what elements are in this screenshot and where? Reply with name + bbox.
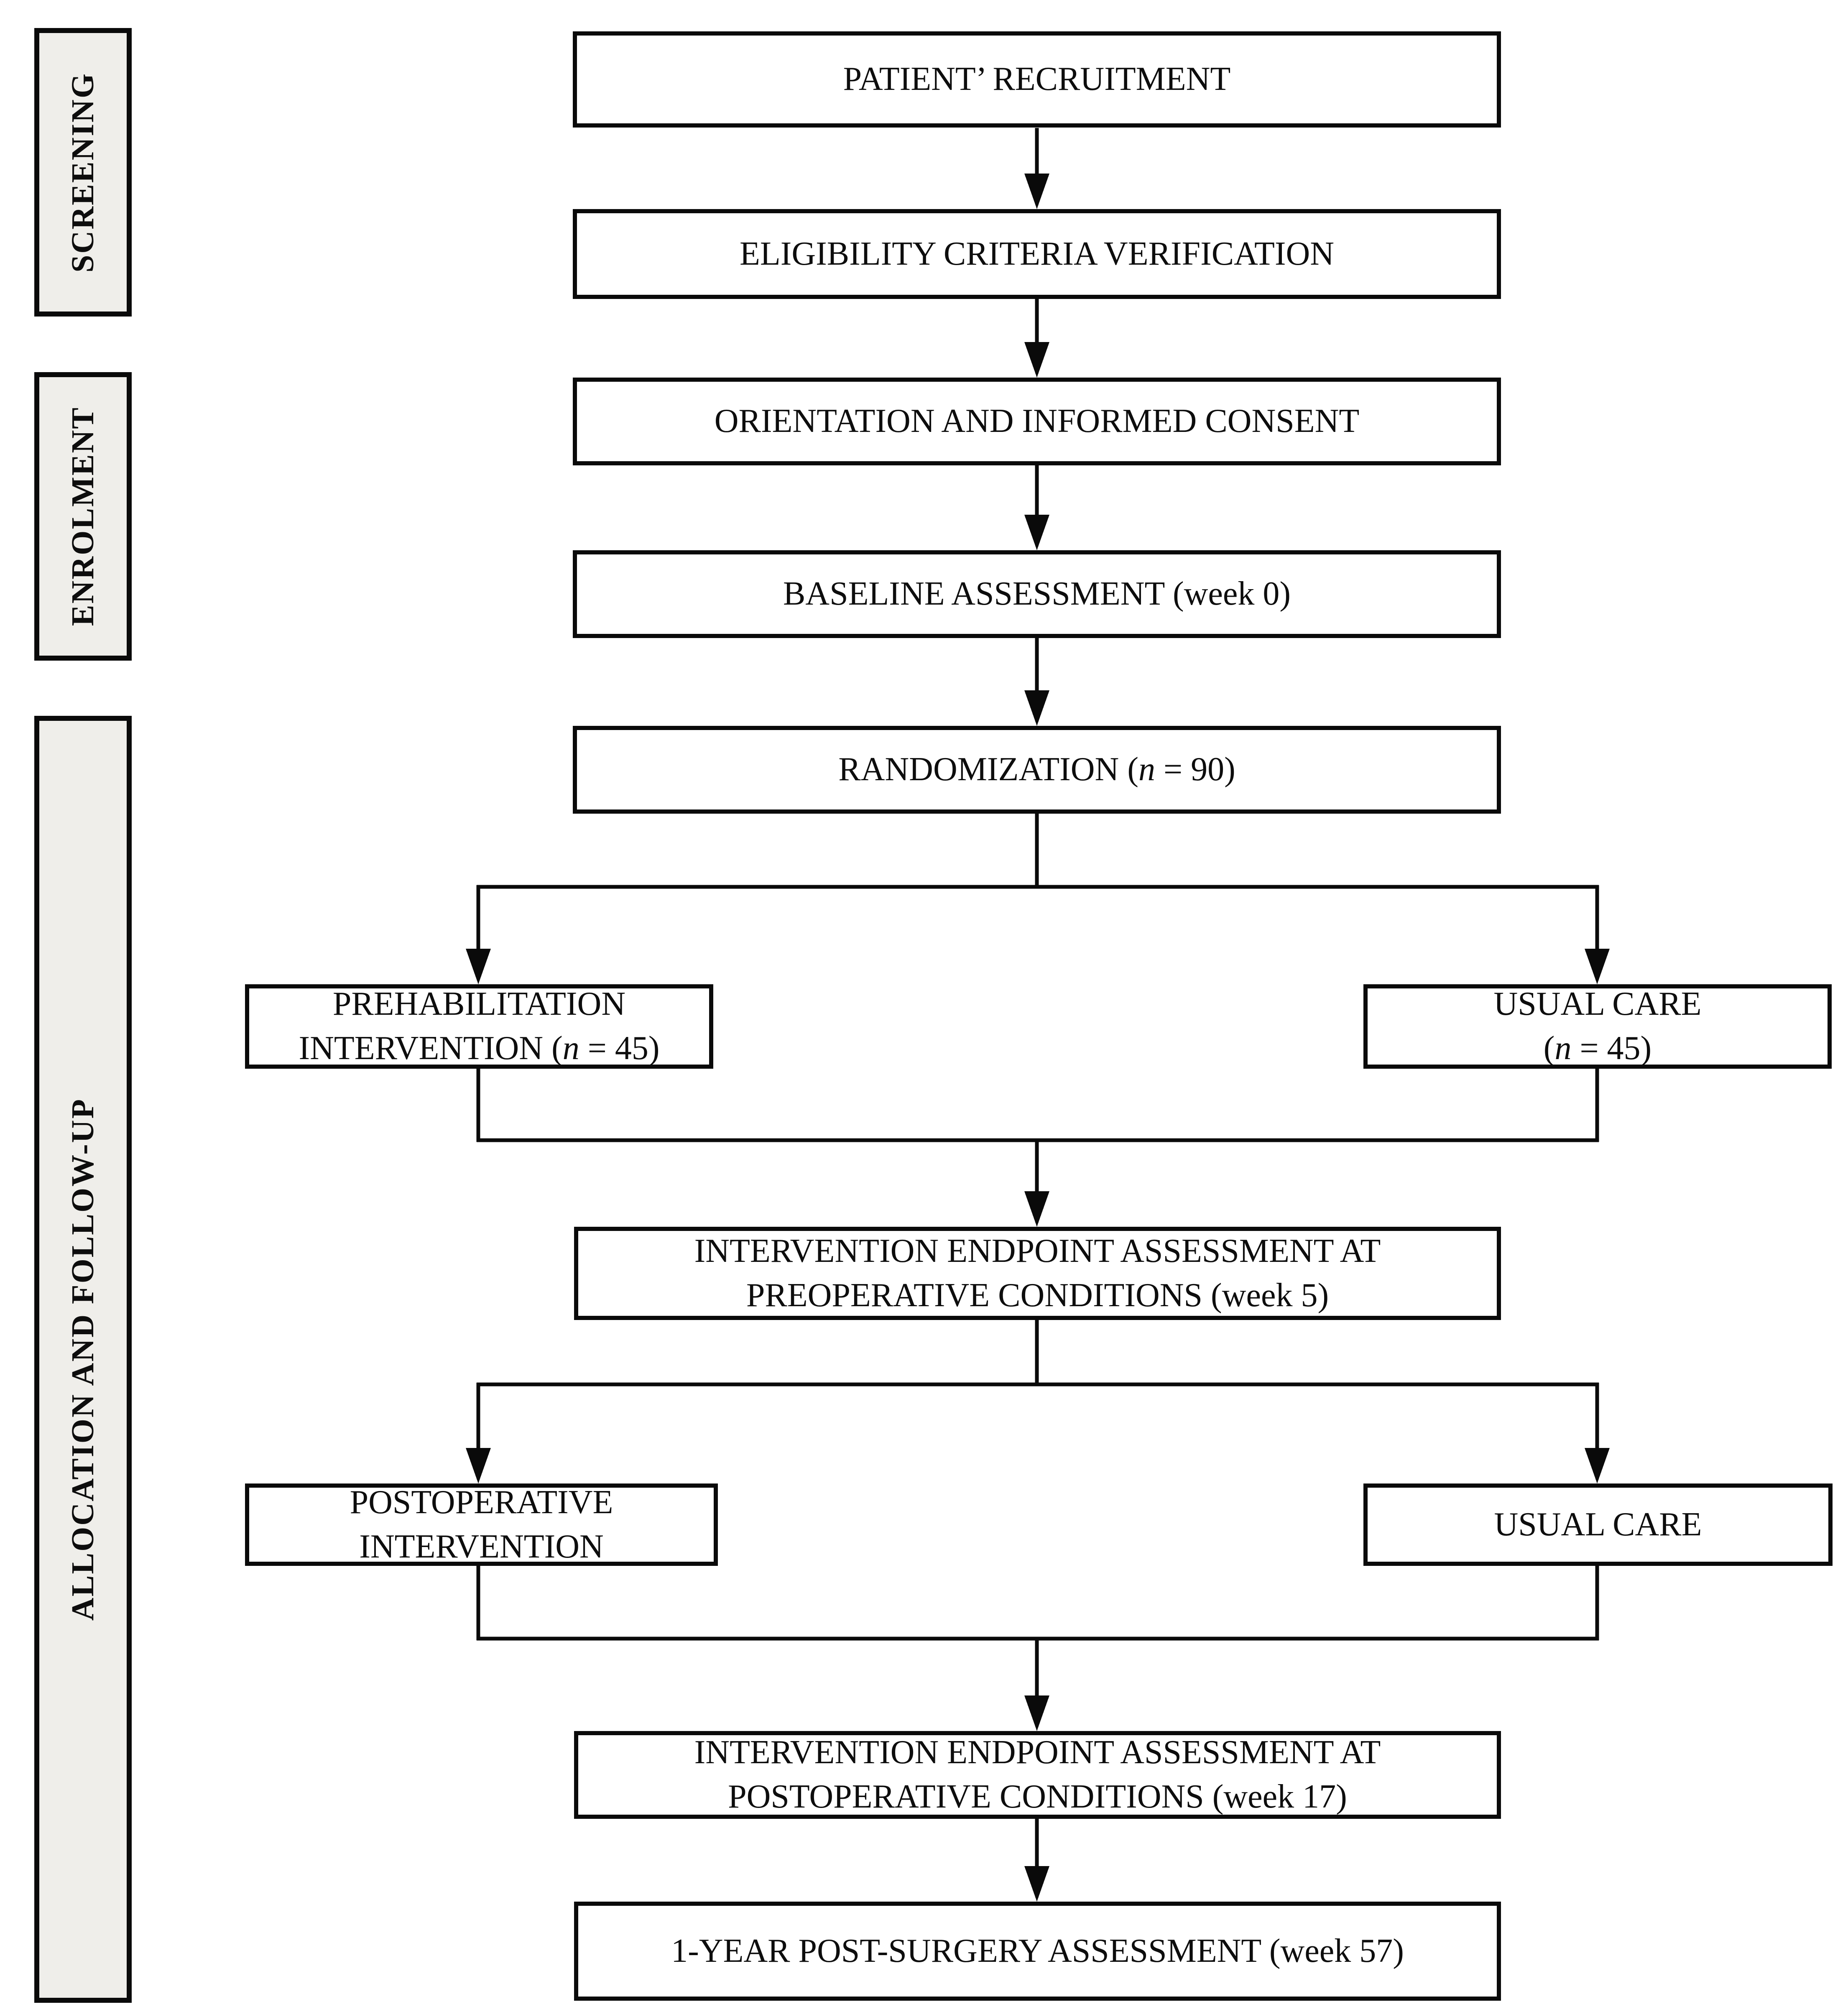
phase-label-enrolment-text: ENROLMENT — [65, 406, 100, 626]
node-prehabilitation-intervention: PREHABILITATION INTERVENTION (n = 45) — [245, 984, 713, 1069]
phase-label-screening: SCREENING — [34, 28, 132, 317]
node-text-line: POSTOPERATIVE CONDITIONS (week 17) — [728, 1778, 1347, 1815]
arrowhead-icon — [1024, 342, 1049, 378]
node-randomization: RANDOMIZATION (n = 90) — [573, 726, 1501, 814]
node-one-year-post-surgery-assessment: 1-YEAR POST-SURGERY ASSESSMENT (week 57) — [574, 1902, 1501, 2001]
node-text-line: (n = 45) — [1543, 1030, 1652, 1067]
node-usual-care-allocation: USUAL CARE (n = 45) — [1363, 984, 1832, 1069]
arrowhead-icon — [1024, 1866, 1049, 1902]
node-text-line: INTERVENTION — [359, 1528, 604, 1565]
arrowhead-icon — [1024, 174, 1049, 209]
node-patient-recruitment: PATIENT’ RECRUITMENT — [573, 31, 1501, 128]
phase-label-allocation-and-follow-up-text: ALLOCATION AND FOLLOW-UP — [65, 1098, 100, 1621]
node-text-line: USUAL CARE — [1494, 1506, 1702, 1543]
merge-arms-to-postop-assessment — [476, 1566, 1599, 1731]
node-text-line: INTERVENTION ENDPOINT ASSESSMENT AT — [694, 1734, 1381, 1771]
arrow-baseline-to-randomization — [1024, 638, 1049, 726]
node-text-line: INTERVENTION (n = 45) — [299, 1030, 660, 1067]
arrowhead-icon — [1024, 1191, 1049, 1227]
arrow-eligibility-to-consent — [1024, 299, 1049, 378]
arrowhead-icon — [466, 1448, 491, 1483]
node-postoperative-intervention: POSTOPERATIVE INTERVENTION — [245, 1483, 718, 1566]
node-eligibility-criteria: ELIGIBILITY CRITERIA VERIFICATION — [573, 209, 1501, 299]
arrowhead-icon — [1024, 690, 1049, 726]
node-text-line: PREHABILITATION — [332, 986, 626, 1023]
arrowhead-icon — [1024, 1695, 1049, 1731]
node-text-line: 1-YEAR POST-SURGERY ASSESSMENT (week 57) — [671, 1932, 1404, 1969]
arrowhead-icon — [1585, 949, 1610, 984]
node-preoperative-endpoint-assessment: INTERVENTION ENDPOINT ASSESSMENT AT PREOP… — [574, 1227, 1501, 1320]
node-text-line: USUAL CARE — [1493, 986, 1702, 1023]
node-text-line: POSTOPERATIVE — [350, 1483, 613, 1521]
node-text-line: ELIGIBILITY CRITERIA VERIFICATION — [739, 235, 1335, 272]
arrow-recruitment-to-eligibility — [1024, 128, 1049, 209]
split-preop-assessment-to-arms — [466, 1320, 1610, 1483]
phase-label-enrolment: ENROLMENT — [34, 372, 132, 661]
node-text-line: PATIENT’ RECRUITMENT — [843, 61, 1231, 98]
node-text-line: BASELINE ASSESSMENT (week 0) — [783, 575, 1291, 613]
arrowhead-icon — [1024, 515, 1049, 550]
node-text-line: PREOPERATIVE CONDITIONS (week 5) — [746, 1277, 1329, 1314]
node-postoperative-endpoint-assessment: INTERVENTION ENDPOINT ASSESSMENT AT POSTO… — [574, 1731, 1501, 1819]
node-text-line: INTERVENTION ENDPOINT ASSESSMENT AT — [694, 1232, 1381, 1269]
split-randomization-to-arms — [466, 813, 1610, 984]
merge-arms-to-preop-assessment — [476, 1069, 1599, 1227]
node-text-line: ORIENTATION AND INFORMED CONSENT — [714, 403, 1360, 440]
node-usual-care-follow-up: USUAL CARE — [1363, 1483, 1833, 1566]
node-baseline-assessment: BASELINE ASSESSMENT (week 0) — [573, 550, 1501, 638]
arrow-consent-to-baseline — [1024, 465, 1049, 550]
arrowhead-icon — [1585, 1448, 1610, 1483]
phase-label-allocation-and-follow-up: ALLOCATION AND FOLLOW-UP — [34, 716, 132, 2003]
node-text-line: RANDOMIZATION (n = 90) — [838, 751, 1235, 788]
node-orientation-informed-consent: ORIENTATION AND INFORMED CONSENT — [573, 378, 1501, 465]
phase-label-screening-text: SCREENING — [65, 72, 100, 273]
arrowhead-icon — [466, 949, 491, 984]
arrow-postop-assessment-to-one-year — [1024, 1819, 1049, 1902]
